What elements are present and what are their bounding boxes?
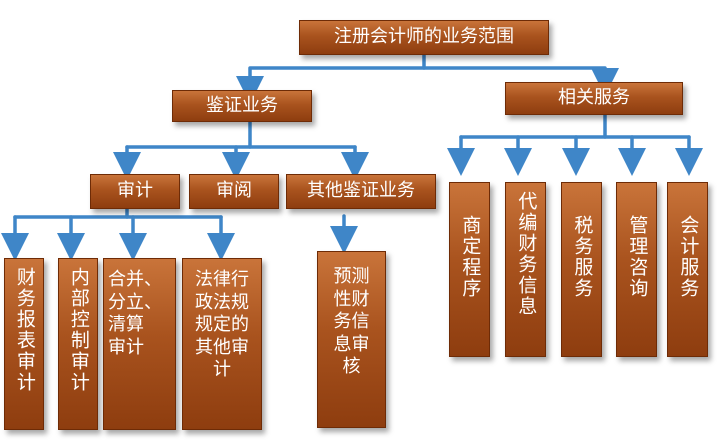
related-label: 相关服务: [558, 87, 630, 109]
tax-services-node: 税务服务: [561, 182, 602, 357]
management-consulting-label: 管理咨询: [626, 215, 649, 299]
internal-control-audit-node: 内部控制审计: [58, 258, 98, 430]
forecast-review-node: 预测 性财 务信 息审 核: [317, 251, 386, 428]
accounting-services-label: 会计服务: [677, 215, 700, 299]
financial-audit-label: 财务报表审计: [13, 267, 36, 393]
connector-root-right: [422, 66, 619, 96]
agreed-procedures-node: 商定程序: [449, 182, 490, 357]
tax-services-label: 税务服务: [571, 215, 594, 299]
other-assurance-node: 其他鉴证业务: [286, 174, 436, 209]
merger-audit-label: 合并、 分立、 清算 审计: [108, 269, 162, 358]
accounting-services-node: 会计服务: [667, 182, 708, 357]
compile-financial-label: 代编财务信息: [515, 191, 538, 317]
root-node: 注册会计师的业务范围: [299, 20, 549, 55]
root-label: 注册会计师的业务范围: [334, 26, 514, 48]
financial-audit-node: 财务报表审计: [4, 258, 44, 430]
merger-audit-node: 合并、 分立、 清算 审计: [103, 258, 176, 430]
legal-audit-node: 法律行 政法规 规定的 其他审 计: [182, 258, 262, 430]
assurance-node: 鉴证业务: [172, 90, 312, 122]
agreed-procedures-label: 商定程序: [459, 215, 482, 299]
management-consulting-node: 管理咨询: [616, 182, 657, 357]
internal-control-audit-label: 内部控制审计: [67, 267, 90, 393]
other-assurance-label: 其他鉴证业务: [307, 180, 415, 202]
audit-label: 审计: [117, 180, 153, 202]
connector-root-left: [236, 53, 426, 104]
forecast-review-label: 预测 性财 务信 息审 核: [333, 266, 370, 377]
assurance-label: 鉴证业务: [206, 94, 278, 116]
related-node: 相关服务: [505, 82, 683, 115]
review-node: 审阅: [189, 174, 279, 209]
compile-financial-node: 代编财务信息: [505, 182, 546, 357]
audit-node: 审计: [90, 174, 180, 209]
review-label: 审阅: [216, 180, 252, 202]
legal-audit-label: 法律行 政法规 规定的 其他审 计: [195, 269, 249, 380]
